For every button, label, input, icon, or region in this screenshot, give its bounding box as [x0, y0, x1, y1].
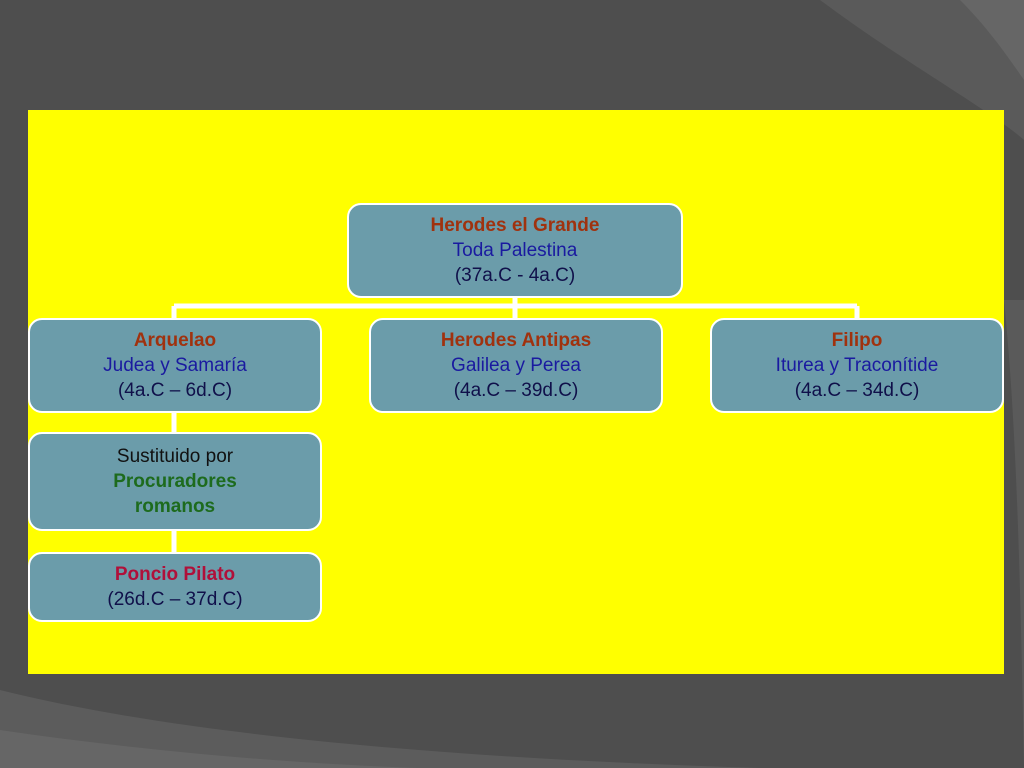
- child-node-filipo: Filipo Iturea y Traconítide (4a.C – 34d.…: [710, 318, 1004, 413]
- child-dates: (4a.C – 34d.C): [794, 380, 920, 401]
- procurator-dates: (26d.C – 37d.C): [107, 589, 243, 610]
- child-region: Galilea y Perea: [451, 355, 581, 376]
- root-region: Toda Palestina: [452, 240, 578, 261]
- substitution-romanos: romanos: [134, 496, 216, 517]
- child-dates: (4a.C – 39d.C): [453, 380, 579, 401]
- child-name: Herodes Antipas: [440, 330, 592, 351]
- root-name: Herodes el Grande: [430, 215, 600, 236]
- root-node-herodes-el-grande: Herodes el Grande Toda Palestina (37a.C …: [347, 203, 683, 298]
- child-node-arquelao: Arquelao Judea y Samaría (4a.C – 6d.C): [28, 318, 322, 413]
- procurator-node-poncio-pilato: Poncio Pilato (26d.C – 37d.C): [28, 552, 322, 622]
- substitution-text: Sustituido por: [116, 446, 234, 467]
- substitution-node: Sustituido por Procuradores romanos: [28, 432, 322, 531]
- child-region: Judea y Samaría: [103, 355, 247, 376]
- procurator-name: Poncio Pilato: [114, 564, 236, 585]
- child-region: Iturea y Traconítide: [775, 355, 939, 376]
- child-name: Filipo: [831, 330, 883, 351]
- child-node-herodes-antipas: Herodes Antipas Galilea y Perea (4a.C – …: [369, 318, 663, 413]
- child-dates: (4a.C – 6d.C): [117, 380, 233, 401]
- child-name: Arquelao: [133, 330, 217, 351]
- root-dates: (37a.C - 4a.C): [454, 265, 576, 286]
- substitution-procuradores: Procuradores: [113, 471, 237, 492]
